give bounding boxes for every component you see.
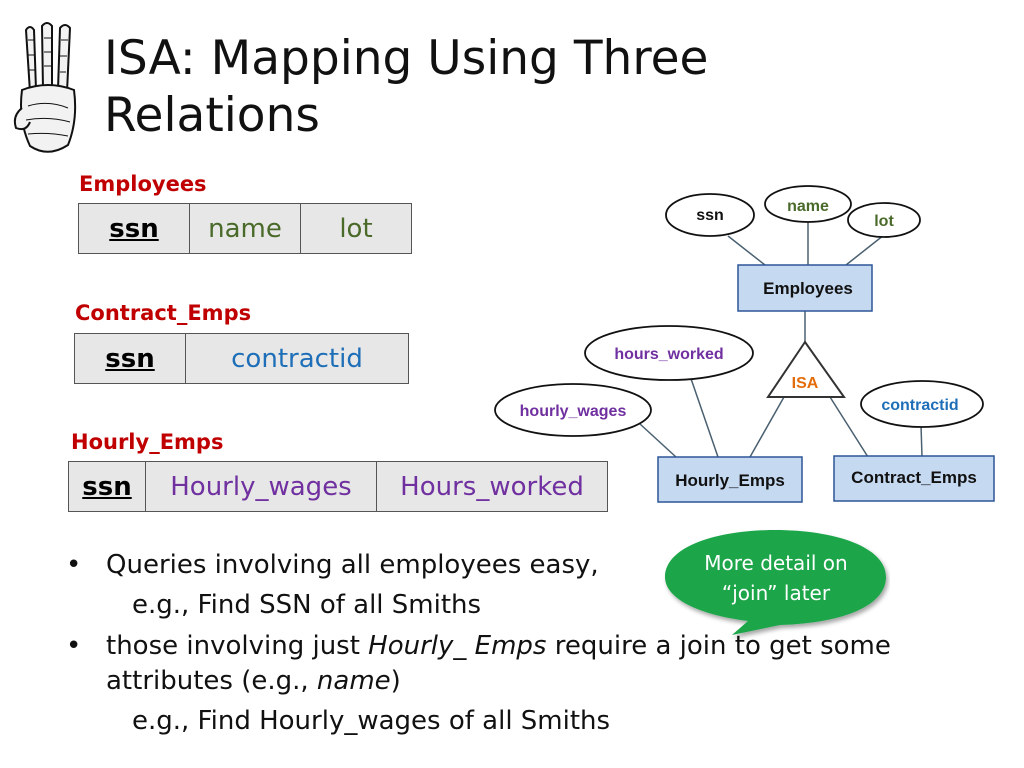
er-lot-attribute xyxy=(847,202,921,238)
bullet-1-text: Queries involving all employees easy, xyxy=(106,550,599,580)
employees-lot-column: lot xyxy=(300,203,412,254)
er-name-label: name xyxy=(787,198,829,215)
bullet-2-name-em: name xyxy=(316,666,391,696)
isa-er-diagram: ssn name lot Employees ISA hours_worked … xyxy=(494,185,995,503)
bullet-item-2: • those involving just Hourly_ Emps requ… xyxy=(66,629,966,699)
three-fingers-hand-icon xyxy=(13,22,77,153)
er-contract-emps-entity xyxy=(833,455,995,502)
er-hourly-emps-entity xyxy=(657,456,803,503)
contract-ssn-key: ssn xyxy=(74,333,186,384)
er-employees-label: Employees xyxy=(763,279,853,298)
hourly-emps-relation-table: ssn Hourly_wages Hours_worked xyxy=(68,461,608,512)
hourly-hours-worked-column: Hours_worked xyxy=(376,461,608,512)
er-hourly-wages-label: hourly_wages xyxy=(520,403,627,420)
title-line-1: ISA: Mapping Using Three xyxy=(104,31,709,86)
hourly-ssn-key: ssn xyxy=(68,461,146,512)
bullet-dot: • xyxy=(66,631,82,661)
hourly-emps-relation-label: Hourly_Emps xyxy=(71,430,224,454)
er-hours-worked-label: hours_worked xyxy=(614,346,723,363)
er-hourly-wages-attribute xyxy=(494,383,652,437)
er-name-attribute xyxy=(764,185,852,223)
bullet-1-example: e.g., Find SSN of all Smiths xyxy=(132,590,482,620)
title-line-2: Relations xyxy=(104,88,320,143)
bullet-list: • Queries involving all employees easy, … xyxy=(66,548,966,743)
er-lot-label: lot xyxy=(874,213,894,230)
employees-name-column: name xyxy=(189,203,301,254)
bullet-2-text-pre: those involving just xyxy=(106,631,369,661)
bullet-2-text-post: require a join to get some xyxy=(546,631,891,661)
er-ssn-attribute xyxy=(665,193,755,237)
employees-relation-label: Employees xyxy=(79,172,207,196)
er-contract-emps-label: Contract_Emps xyxy=(851,468,977,487)
hourly-wages-column: Hourly_wages xyxy=(145,461,377,512)
employees-ssn-key: ssn xyxy=(78,203,190,254)
er-contractid-attribute xyxy=(860,380,984,428)
callout-line-1: More detail on xyxy=(704,551,848,575)
er-contractid-label: contractid xyxy=(881,397,958,414)
slide-title: ISA: Mapping Using Three Relations xyxy=(104,30,804,144)
contract-emps-relation-table: ssn contractid xyxy=(74,333,409,384)
bullet-2-line2-post: ) xyxy=(390,666,401,696)
employees-relation-table: ssn name lot xyxy=(78,203,412,254)
callout-text: More detail on “join” later xyxy=(668,548,884,608)
er-hours-worked-attribute xyxy=(584,325,754,381)
bullet-2-example: e.g., Find Hourly_wages of all Smiths xyxy=(132,706,611,736)
er-ssn-label: ssn xyxy=(696,207,724,224)
bullet-item-1: • Queries involving all employees easy, xyxy=(66,548,966,583)
join-callout-bubble xyxy=(665,530,886,635)
callout-line-2: “join” later xyxy=(721,581,831,605)
er-employees-entity xyxy=(737,264,873,312)
bullet-dot: • xyxy=(66,550,82,580)
er-isa-triangle xyxy=(766,340,846,398)
bullet-2-line2-pre: attributes (e.g., xyxy=(106,666,317,696)
contract-emps-relation-label: Contract_Emps xyxy=(75,301,252,325)
er-hourly-emps-label: Hourly_Emps xyxy=(675,471,785,490)
bullet-2-hourly-emps: Hourly_ Emps xyxy=(368,631,547,661)
contract-contractid-column: contractid xyxy=(185,333,409,384)
er-isa-label: ISA xyxy=(792,375,819,392)
